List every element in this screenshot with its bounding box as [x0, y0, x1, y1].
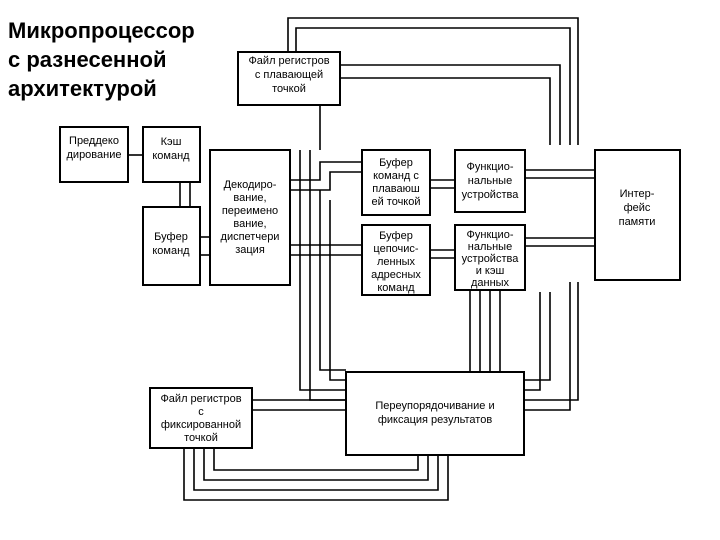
block-fp-command-buffer: Буфер команд с плаваюш ей точкой [361, 149, 431, 216]
svg-text:Функцио-: Функцио- [467, 229, 514, 241]
block-functional-units: Функцио- нальные устройства [454, 149, 526, 213]
svg-text:данных: данных [471, 277, 510, 289]
svg-text:и кэш: и кэш [476, 265, 505, 277]
svg-text:точкой: точкой [184, 432, 218, 444]
svg-text:Функцио-: Функцио- [467, 161, 514, 173]
block-functional-units-data-cache: Функцио- нальные устройства и кэш данных [454, 224, 526, 291]
svg-text:плаваюш: плаваюш [372, 183, 420, 195]
block-decode-dispatch: Декодиро- вание, переимено вание, диспет… [209, 149, 291, 286]
svg-text:памяти: памяти [619, 216, 656, 228]
svg-text:нальные: нальные [468, 175, 512, 187]
svg-text:с плавающей: с плавающей [255, 69, 323, 81]
svg-text:команд: команд [377, 282, 415, 294]
block-command-buffer: Буфер команд [142, 206, 201, 286]
svg-text:Буфер: Буфер [379, 230, 413, 242]
svg-text:диспетчери: диспетчери [221, 231, 280, 243]
svg-text:Кэш: Кэш [161, 136, 182, 148]
svg-text:нальные: нальные [468, 241, 512, 253]
title-line-1: Микропроцессор [8, 18, 195, 43]
svg-text:переимено: переимено [222, 205, 278, 217]
svg-text:цепочис-: цепочис- [373, 243, 419, 255]
svg-text:с: с [198, 406, 204, 418]
svg-text:команд: команд [152, 150, 190, 162]
block-int-registers: Файл регистров с фиксированной точкой [149, 387, 253, 449]
svg-text:фиксированной: фиксированной [161, 419, 241, 431]
svg-text:Буфер: Буфер [154, 231, 188, 243]
svg-text:Файл регистров: Файл регистров [160, 393, 241, 405]
svg-text:адресных: адресных [371, 269, 421, 281]
svg-text:ленных: ленных [377, 256, 416, 268]
block-predecode: Преддеко дирование [59, 126, 129, 183]
title-line-2: с разнесенной [8, 47, 167, 72]
svg-text:фиксация результатов: фиксация результатов [378, 414, 492, 426]
svg-text:Декодиро-: Декодиро- [224, 179, 277, 191]
title-line-3: архитектурой [8, 76, 157, 101]
block-reorder-commit: Переупорядочивание и фиксация результато… [345, 371, 525, 456]
svg-text:Файл регистров: Файл регистров [248, 55, 329, 67]
svg-text:дирование: дирование [67, 149, 122, 161]
svg-text:команд: команд [152, 245, 190, 257]
svg-text:вание,: вание, [233, 192, 266, 204]
svg-text:команд с: команд с [373, 170, 419, 182]
svg-text:точкой: точкой [272, 83, 306, 95]
svg-text:вание,: вание, [233, 218, 266, 230]
connection-wires [128, 17, 595, 501]
block-fp-registers: Файл регистров с плавающей точкой [237, 51, 341, 106]
svg-text:Преддеко: Преддеко [69, 135, 119, 147]
svg-text:Интер-: Интер- [620, 188, 655, 200]
svg-text:Буфер: Буфер [379, 157, 413, 169]
svg-text:фейс: фейс [624, 202, 651, 214]
block-memory-interface: Интер- фейс памяти [594, 149, 681, 281]
block-int-address-buffer: Буфер цепочис- ленных адресных команд [361, 224, 431, 296]
diagram-title: Микропроцессор с разнесенной архитектуро… [8, 16, 238, 103]
svg-text:устройства: устройства [462, 253, 520, 265]
svg-text:Переупорядочивание и: Переупорядочивание и [375, 400, 494, 412]
block-instruction-cache: Кэш команд [142, 126, 201, 183]
svg-text:зация: зация [235, 244, 265, 256]
svg-text:ей точкой: ей точкой [371, 196, 420, 208]
svg-text:устройства: устройства [462, 189, 520, 201]
